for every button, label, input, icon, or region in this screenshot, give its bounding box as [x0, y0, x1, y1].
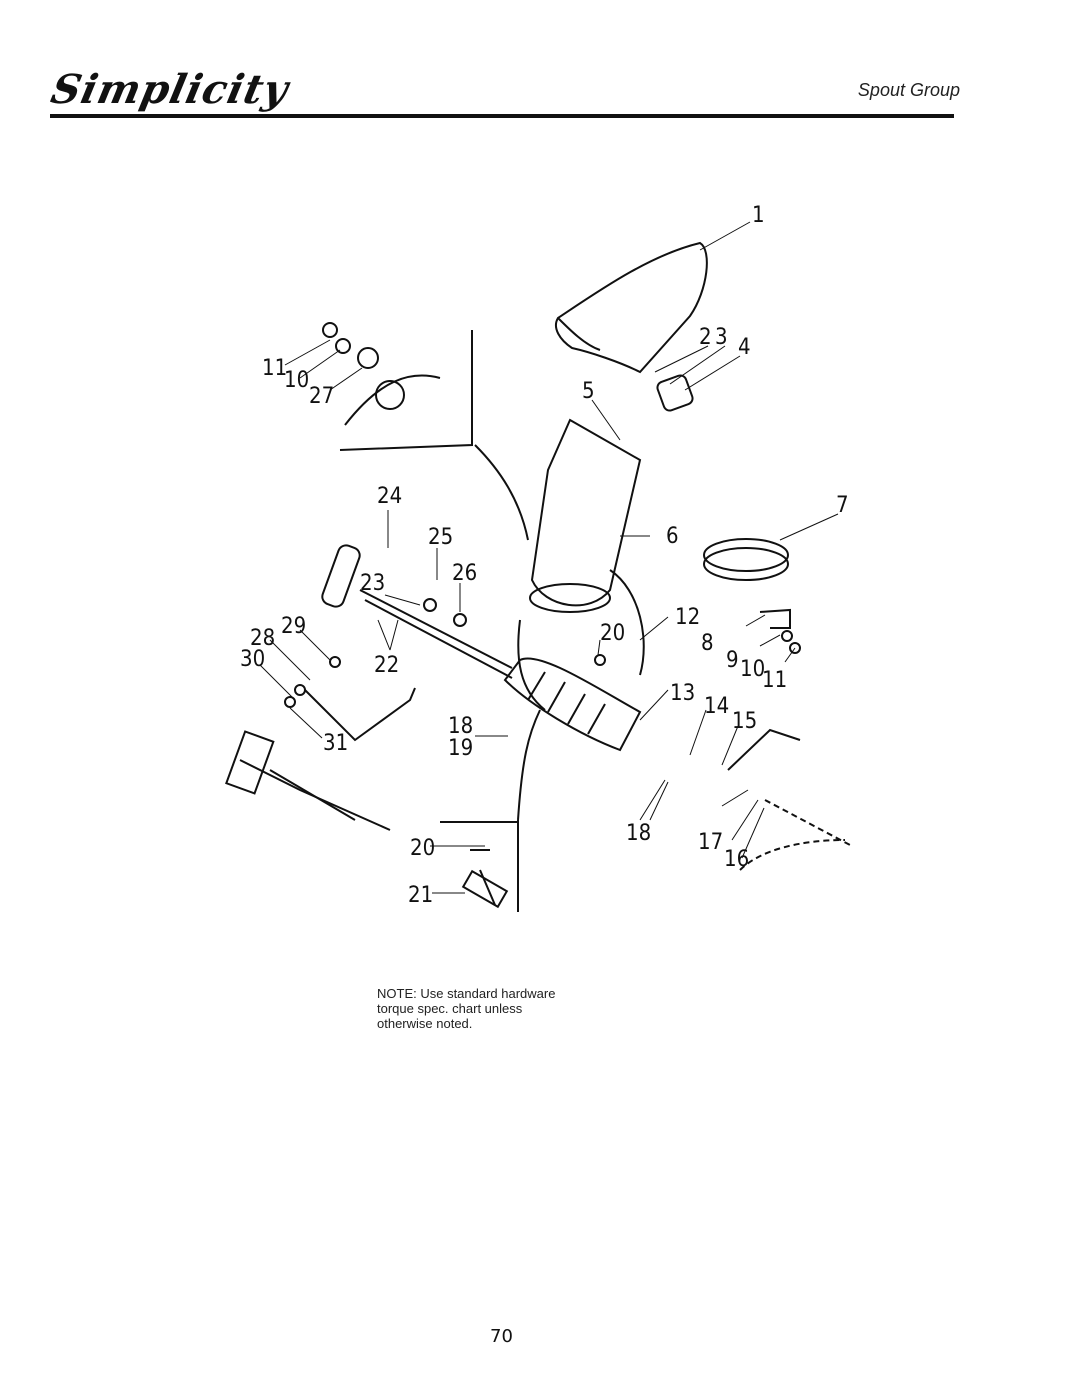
- callout-20-upper: 20: [600, 621, 625, 646]
- callout-11-right: 11: [762, 668, 787, 693]
- callout-10-right: 10: [740, 657, 765, 682]
- callout-21: 21: [408, 883, 433, 908]
- note-line-3: otherwise noted.: [377, 1016, 473, 1031]
- callout-22: 22: [374, 653, 399, 678]
- crank-handle: [321, 544, 361, 608]
- spout-ring: [703, 538, 789, 572]
- callout-17: 17: [698, 830, 723, 855]
- callout-13: 13: [670, 681, 695, 706]
- callout-18-lower: 18: [626, 821, 651, 846]
- callout-labels: 1 2 3 4 5 6 7 8 9 11 10 10 11 12 13 14 1…: [240, 203, 849, 908]
- callout-5: 5: [582, 379, 595, 404]
- page-number: 70: [490, 1326, 513, 1347]
- spout-tube: [530, 418, 642, 607]
- header-divider: [50, 114, 954, 118]
- support-bracket: [304, 687, 416, 742]
- callout-2: 2: [699, 325, 712, 350]
- callout-12: 12: [675, 605, 700, 630]
- callout-1: 1: [752, 203, 765, 228]
- callout-28: 28: [250, 626, 275, 651]
- callout-31: 31: [323, 731, 348, 756]
- callout-4: 4: [738, 335, 751, 360]
- note-line-2: torque spec. chart unless: [377, 1001, 523, 1016]
- callout-27: 27: [309, 384, 334, 409]
- callout-23: 23: [360, 571, 385, 596]
- callout-18-upper: 18: [448, 714, 473, 739]
- callout-16: 16: [724, 847, 749, 872]
- callout-15: 15: [732, 709, 757, 734]
- callout-20-lower: 20: [410, 836, 435, 861]
- callout-8: 8: [701, 631, 714, 656]
- section-title: Spout Group: [857, 80, 960, 100]
- callout-25: 25: [428, 525, 453, 550]
- leader-lines: [259, 221, 839, 894]
- callout-26: 26: [452, 561, 477, 586]
- callout-6: 6: [666, 524, 679, 549]
- callout-24: 24: [377, 484, 402, 509]
- callout-30: 30: [240, 647, 265, 672]
- callout-29: 29: [281, 614, 306, 639]
- hardware-note: NOTE: Use standard hardware torque spec.…: [377, 986, 607, 1031]
- callout-10-left: 10: [284, 368, 309, 393]
- diagram-artwork: [225, 241, 851, 912]
- crank-tube: [503, 657, 642, 752]
- crank-rod: [359, 589, 513, 669]
- callout-9: 9: [726, 648, 739, 673]
- spout-cap: [554, 241, 708, 374]
- callout-14: 14: [704, 694, 729, 719]
- callout-7: 7: [836, 493, 849, 518]
- callout-11-left: 11: [262, 356, 287, 381]
- callout-19: 19: [448, 736, 473, 761]
- callout-3: 3: [715, 325, 728, 350]
- note-line-1: NOTE: Use standard hardware: [377, 986, 556, 1001]
